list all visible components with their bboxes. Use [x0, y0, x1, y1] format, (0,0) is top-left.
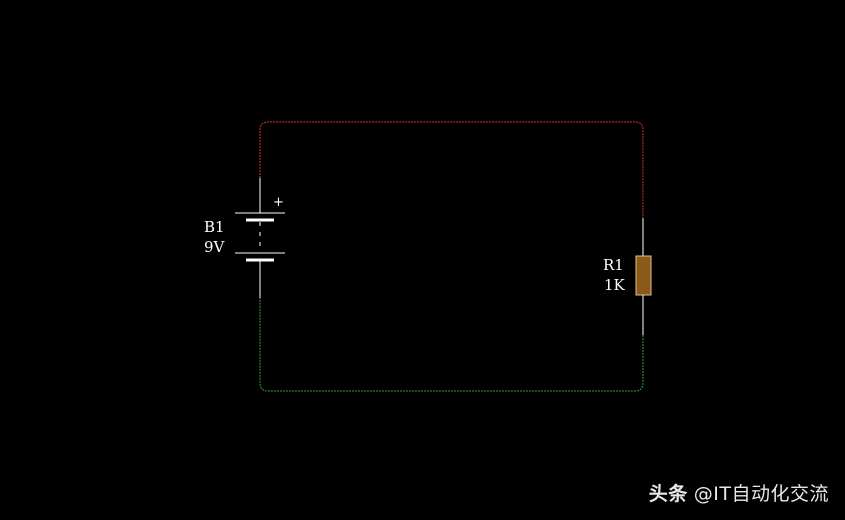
resistor-value-label: 1K	[604, 276, 626, 294]
watermark-brand: 头条	[648, 483, 688, 505]
battery-b1[interactable]: + B1 9V	[204, 178, 285, 298]
positive-wire[interactable]	[259, 121, 644, 218]
negative-wire[interactable]	[259, 298, 644, 392]
watermark: 头条@IT自动化交流	[649, 479, 829, 506]
battery-value-label: 9V	[204, 238, 226, 256]
resistor-name-label: R1	[603, 256, 624, 274]
watermark-handle: @IT自动化交流	[693, 483, 829, 505]
resistor-r1[interactable]: R1 1K	[603, 218, 652, 335]
battery-polarity-mark: +	[273, 195, 284, 210]
battery-name-label: B1	[204, 218, 225, 236]
resistor-body	[635, 255, 652, 296]
